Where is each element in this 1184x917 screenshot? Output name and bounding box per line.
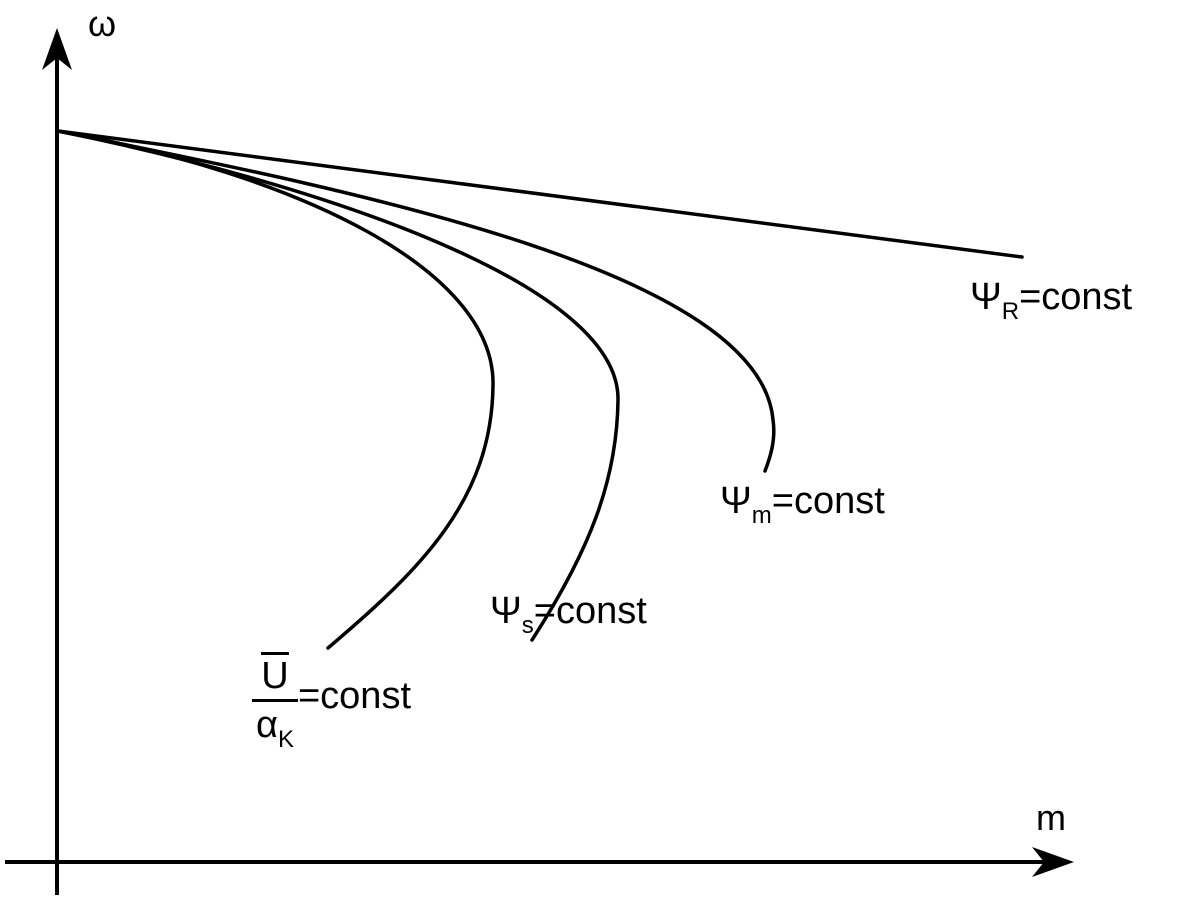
series-label-u-alpha-suffix: =const: [297, 675, 412, 718]
y-axis-arrowhead: [42, 28, 72, 70]
series-label-psi-m-suffix: =const: [771, 480, 885, 522]
series-label-u-alpha: U αK =const: [252, 652, 412, 752]
series-label-u-alpha-fraction: U αK: [252, 652, 298, 752]
series-label-u-alpha-numerator: U: [261, 652, 289, 695]
x-axis-label: m: [1036, 797, 1066, 838]
series-label-u-alpha-den-subscript: K: [277, 726, 294, 753]
series-label-psi-s-subscript: s: [521, 612, 534, 639]
series-label-psi-m-symbol: Ψ: [720, 480, 752, 522]
y-axis-label: ω: [88, 3, 117, 44]
curve-psi-s: [56, 129, 620, 642]
x-axis-arrowhead: [1032, 847, 1074, 877]
series-label-psi-s-suffix: =const: [533, 590, 647, 632]
series-label-u-alpha-denominator: α: [256, 704, 278, 746]
series-label-psi-r-subscript: R: [1001, 298, 1020, 325]
curve-u-alpha: [56, 129, 495, 650]
series-label-psi-m-subscript: m: [751, 502, 772, 529]
series-label-psi-s-symbol: Ψ: [490, 590, 522, 632]
series-label-psi-r-suffix: =const: [1019, 276, 1133, 318]
series-label-psi-r: ΨR=const: [970, 276, 1133, 324]
curve-psi-m: [56, 129, 776, 473]
series-label-psi-m: Ψm=const: [720, 480, 885, 528]
series-label-psi-r-symbol: Ψ: [970, 276, 1002, 318]
curve-psi-r: [56, 129, 1024, 259]
series-label-psi-s: Ψs=const: [490, 590, 647, 638]
